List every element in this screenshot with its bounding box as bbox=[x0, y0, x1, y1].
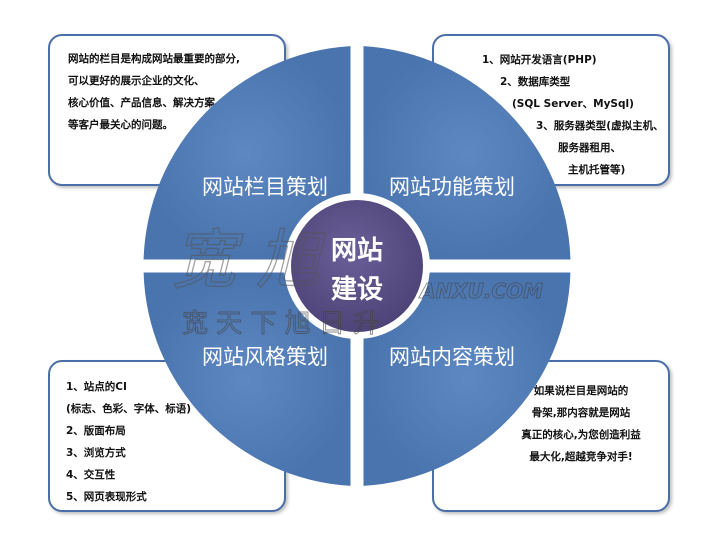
box-line: 2、版面布局 bbox=[66, 425, 126, 437]
box-line: 3、浏览方式 bbox=[66, 447, 126, 459]
center-circle bbox=[291, 200, 423, 332]
box-line: 核心价值、产品信息、解决方案 bbox=[68, 97, 215, 109]
box-line: 5、网页表现形式 bbox=[66, 491, 147, 503]
box-line: 骨架,那内容就是网站 bbox=[531, 407, 631, 419]
box-line: 网站的栏目是构成网站最重要的部分, bbox=[68, 53, 240, 65]
quadrant-top-left bbox=[143, 46, 351, 260]
watermark-slogan: 宽 天 下 旭 日 升 bbox=[182, 309, 379, 339]
quadrant-label-top-left: 网站栏目策划 bbox=[202, 175, 328, 199]
quadrant-label-top-right: 网站功能策划 bbox=[389, 175, 515, 199]
quadrant-bottom-right bbox=[363, 272, 571, 486]
quadrant-top-right bbox=[363, 46, 571, 260]
box-line: 可以更好的展示企业的文化、 bbox=[68, 75, 205, 87]
box-line: 如果说栏目是网站的 bbox=[533, 385, 629, 397]
box-line: 真正的核心,为您创造利益 bbox=[521, 429, 641, 441]
box-line: 3、服务器类型(虚拟主机、 bbox=[536, 120, 664, 132]
quadrant-label-bottom-left: 网站风格策划 bbox=[202, 345, 328, 369]
box-line: 1、站点的CI bbox=[66, 381, 127, 393]
center-label-line2: 建设 bbox=[331, 275, 383, 305]
watermark-domain: ANXU.COM bbox=[418, 279, 543, 303]
function-planning-text: 1、网站开发语言(PHP) 2、数据库类型 (SQL Server、MySql)… bbox=[434, 49, 668, 181]
quadrant-label-bottom-right: 网站内容策划 bbox=[389, 345, 515, 369]
box-line: (标志、色彩、字体、标语) bbox=[66, 403, 192, 415]
box-line: 1、网站开发语言(PHP) bbox=[482, 54, 597, 66]
style-planning-text: 1、站点的CI (标志、色彩、字体、标语) 2、版面布局 3、浏览方式 4、交互… bbox=[66, 376, 191, 508]
center-label-line1: 网站 bbox=[331, 236, 383, 266]
watermark-logo-text: 宽 旭 bbox=[172, 224, 326, 298]
box-line: 等客户最关心的问题。 bbox=[68, 119, 173, 131]
box-line: 主机托管等) bbox=[568, 164, 626, 176]
quadrant-bottom-left bbox=[143, 272, 351, 486]
box-line: 服务器租用、 bbox=[558, 142, 621, 154]
box-line: (SQL Server、MySql) bbox=[512, 98, 634, 110]
box-line: 2、数据库类型 bbox=[500, 76, 571, 88]
box-line: 4、交互性 bbox=[66, 469, 116, 481]
content-planning-text: 如果说栏目是网站的 骨架,那内容就是网站 真正的核心,为您创造利益 最大化,超越… bbox=[434, 380, 668, 468]
box-line: 最大化,超越竞争对手! bbox=[529, 451, 633, 463]
column-planning-text: 网站的栏目是构成网站最重要的部分, 可以更好的展示企业的文化、 核心价值、产品信… bbox=[68, 48, 240, 136]
